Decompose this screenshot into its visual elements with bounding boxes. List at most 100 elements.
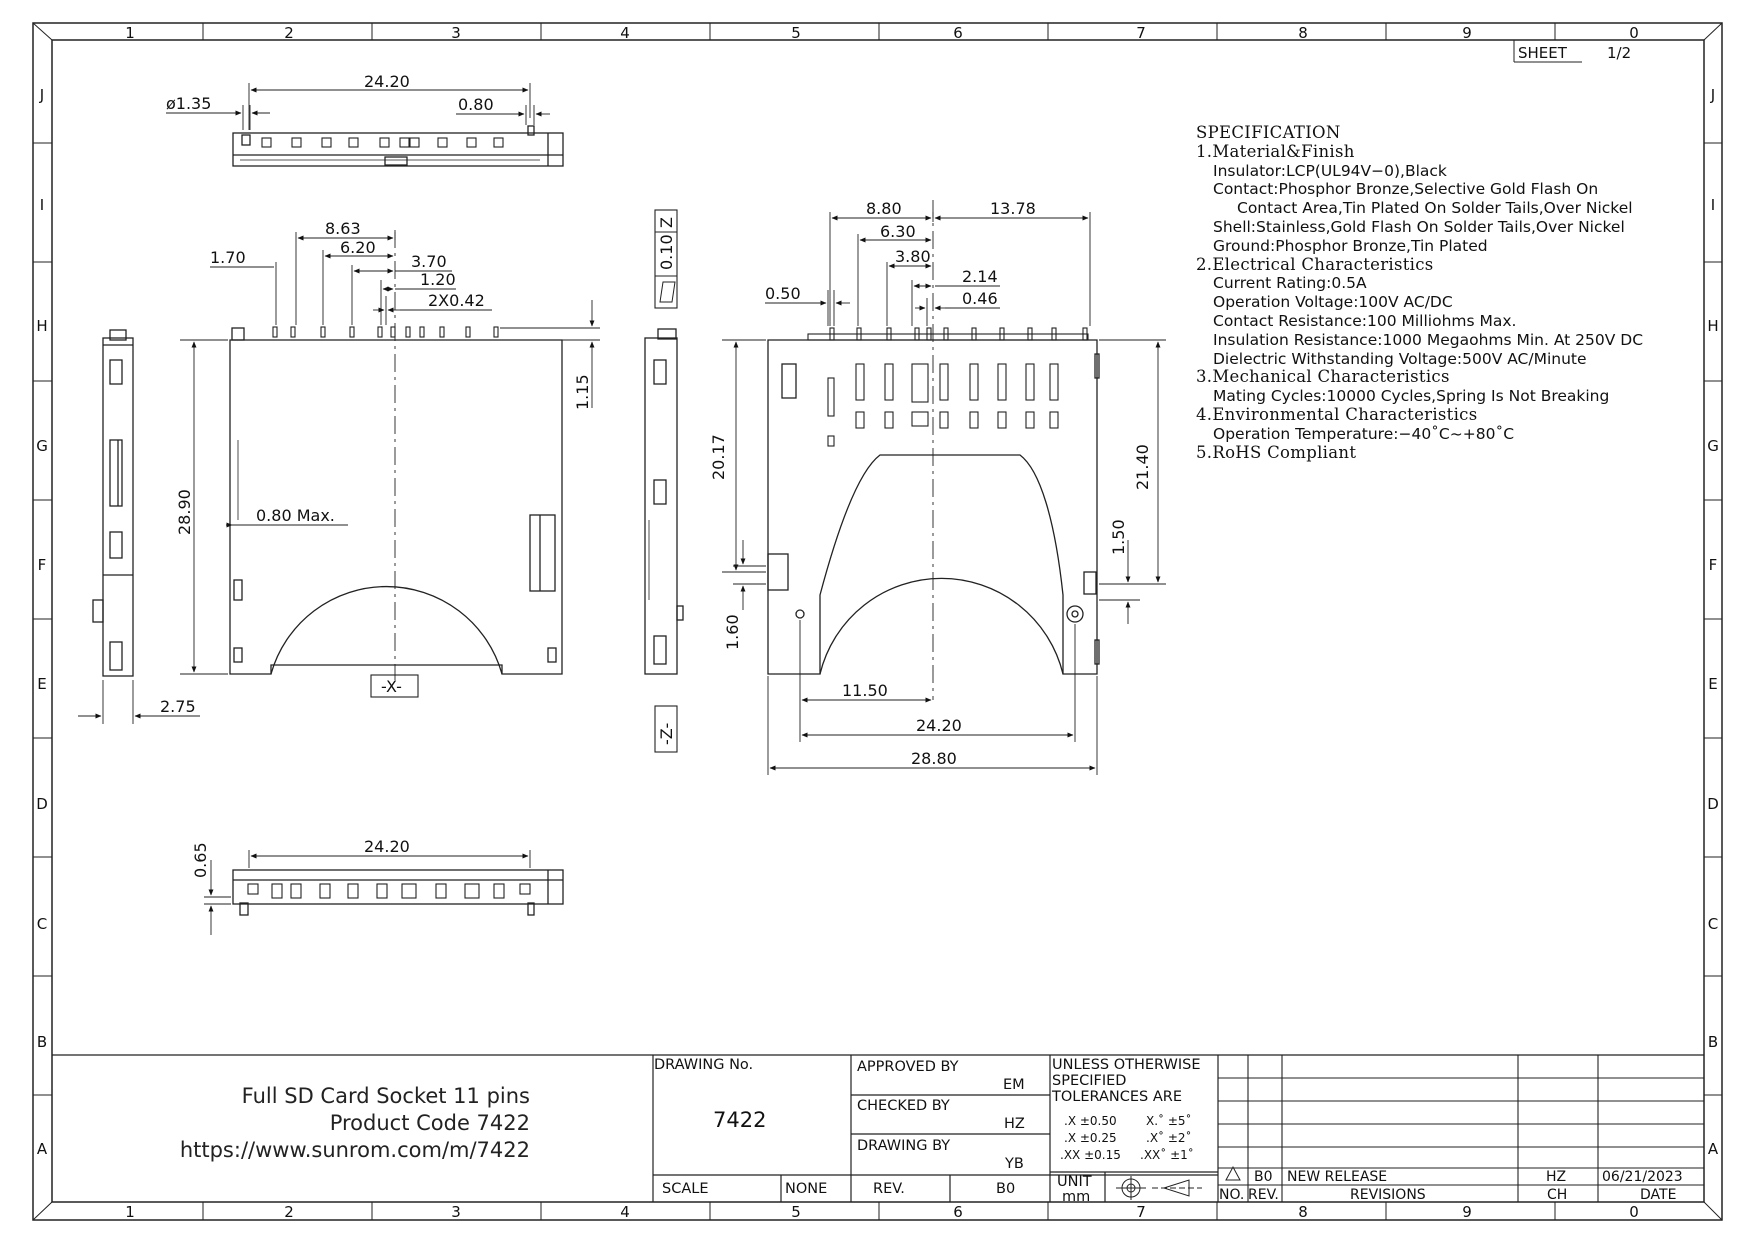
tolerance-angular: .XX˚ ±1˚ (1140, 1147, 1194, 1162)
column-label: 0 (1629, 24, 1639, 42)
dim-label: 1.50 (1109, 519, 1128, 555)
dim-label: 20.17 (709, 434, 728, 480)
spec-line: Ground:Phosphor Bronze,Tin Plated (1213, 236, 1488, 255)
bottom-view (232, 869, 564, 916)
rev-label: REV. (873, 1181, 905, 1197)
left-view-dimensions: 2.75 (78, 680, 200, 724)
dim-label: 1.60 (723, 614, 742, 650)
drawing-frame (32, 22, 1723, 1221)
dim-label: 0.80 (458, 95, 494, 114)
dim-label: 28.90 (175, 489, 194, 535)
tolerance-linear: .XX ±0.15 (1060, 1148, 1121, 1162)
dim-label: 11.50 (842, 681, 888, 700)
row-label: C (37, 915, 47, 933)
revisions-header-rev: REV. (1248, 1187, 1279, 1203)
spec-heading: 4.Environmental Characteristics (1196, 404, 1478, 424)
row-label: E (37, 675, 46, 693)
revisions-header-no: NO. (1219, 1187, 1244, 1203)
row-label: A (1708, 1140, 1719, 1158)
title-block-grid (52, 1054, 1704, 1202)
dim-label: 21.40 (1133, 444, 1152, 490)
dim-label: 0.80 Max. (256, 506, 335, 525)
dim-label: 1.20 (420, 270, 456, 289)
row-label: F (1709, 556, 1718, 574)
column-label: 2 (284, 1203, 294, 1221)
row-label: A (37, 1140, 48, 1158)
row-label: D (1707, 795, 1719, 813)
row-label: G (36, 437, 48, 455)
column-label: 4 (620, 24, 630, 42)
flatness-icon (659, 281, 676, 303)
approved-label: APPROVED BY (857, 1059, 959, 1075)
column-label: 6 (953, 1203, 963, 1221)
spec-line: Shell:Stainless,Gold Flash On Solder Tai… (1213, 217, 1625, 236)
column-label: 0 (1629, 1203, 1639, 1221)
column-label: 4 (620, 1203, 630, 1221)
dim-label: 8.63 (325, 219, 361, 238)
spec-line: Operation Temperature:−40˚C~+80˚C (1213, 424, 1515, 443)
row-labels-right: J I H G F E D C B A (1707, 86, 1719, 1158)
projection-icon (1116, 1176, 1202, 1200)
dim-label: 2.75 (160, 697, 196, 716)
sheet-label: SHEET (1518, 44, 1568, 62)
column-label: 3 (451, 24, 461, 42)
row-label: C (1708, 915, 1718, 933)
revision-date: 06/21/2023 (1602, 1169, 1683, 1185)
product-code: Product Code 7422 (329, 1111, 530, 1135)
front-view (229, 326, 563, 675)
product-url[interactable]: https://www.sunrom.com/m/7422 (179, 1138, 530, 1162)
column-label: 1 (125, 24, 135, 42)
row-label: H (1707, 317, 1718, 335)
drawing-no: 7422 (713, 1108, 766, 1132)
top-view (232, 125, 564, 167)
dim-label: 2X0.42 (428, 291, 485, 310)
row-label: J (39, 86, 44, 104)
dim-label: 3.80 (895, 247, 931, 266)
tolerance-linear: .X ±0.25 (1064, 1131, 1117, 1145)
row-label: E (1708, 675, 1717, 693)
row-label: B (1708, 1033, 1718, 1051)
row-label: H (36, 317, 47, 335)
product-info: Full SD Card Socket 11 pins Product Code… (150, 1083, 530, 1164)
sheet-indicator: SHEET 1/2 (1513, 40, 1631, 63)
spec-heading: 3.Mechanical Characteristics (1196, 367, 1450, 387)
column-label: 6 (953, 24, 963, 42)
top-view-dimensions: 24.20 ø1.35 0.80 (166, 72, 550, 130)
spec-line: Mating Cycles:10000 Cycles,Spring Is Not… (1213, 387, 1610, 406)
revisions-header-revisions: REVISIONS (1350, 1187, 1426, 1203)
flatness-callout: 0.10 Z (654, 209, 678, 309)
revisions-table: B0 NEW RELEASE HZ 06/21/2023 NO. REV. RE… (1219, 1165, 1683, 1203)
row-label: I (1711, 196, 1715, 214)
dim-label: 0.46 (962, 289, 998, 308)
right-view-dimensions: 8.80 13.78 6.30 3.80 2.14 0.50 0.46 20.1… (709, 199, 1166, 775)
column-label: 5 (791, 1203, 801, 1221)
checked-label: CHECKED BY (857, 1098, 950, 1114)
spec-line: Insulator:LCP(UL94V−0),Black (1213, 161, 1447, 180)
dim-label: 0.50 (765, 284, 801, 303)
flatness-datum: Z (657, 217, 676, 228)
datum-z: -Z- (654, 705, 678, 753)
specification-title: SPECIFICATION (1196, 123, 1341, 142)
row-label: G (1707, 437, 1719, 455)
checked-value: HZ (1004, 1116, 1025, 1132)
row-label: I (40, 196, 44, 214)
column-label: 8 (1298, 24, 1308, 42)
column-label: 1 (125, 1203, 135, 1221)
tolerance-line-3: TOLERANCES ARE (1051, 1089, 1182, 1105)
row-label: D (36, 795, 48, 813)
dim-label: ø1.35 (166, 94, 211, 113)
approved-value: EM (1003, 1077, 1025, 1093)
spec-line: Contact Resistance:100 Milliohms Max. (1213, 311, 1517, 330)
bottom-view-dimensions: 24.20 0.65 (191, 837, 531, 935)
column-label: 7 (1136, 1203, 1146, 1221)
tolerance-line-1: UNLESS OTHERWISE (1052, 1057, 1201, 1073)
revision-triangle-icon (1225, 1165, 1241, 1181)
spec-line: Current Rating:0.5A (1213, 274, 1367, 293)
tolerance-angular: X.˚ ±5˚ (1146, 1113, 1192, 1128)
title-block-text: DRAWING No. 7422 SCALE NONE REV. B0 APPR… (654, 1057, 1202, 1205)
revisions-header-ch: CH (1547, 1187, 1567, 1203)
spec-line: Dielectric Withstanding Voltage:500V AC/… (1213, 349, 1587, 368)
column-labels-bottom: 1 2 3 4 5 6 7 8 9 0 (125, 1203, 1639, 1221)
revision-checker: HZ (1546, 1169, 1566, 1185)
spec-line: Contact Area,Tin Plated On Solder Tails,… (1237, 199, 1633, 218)
